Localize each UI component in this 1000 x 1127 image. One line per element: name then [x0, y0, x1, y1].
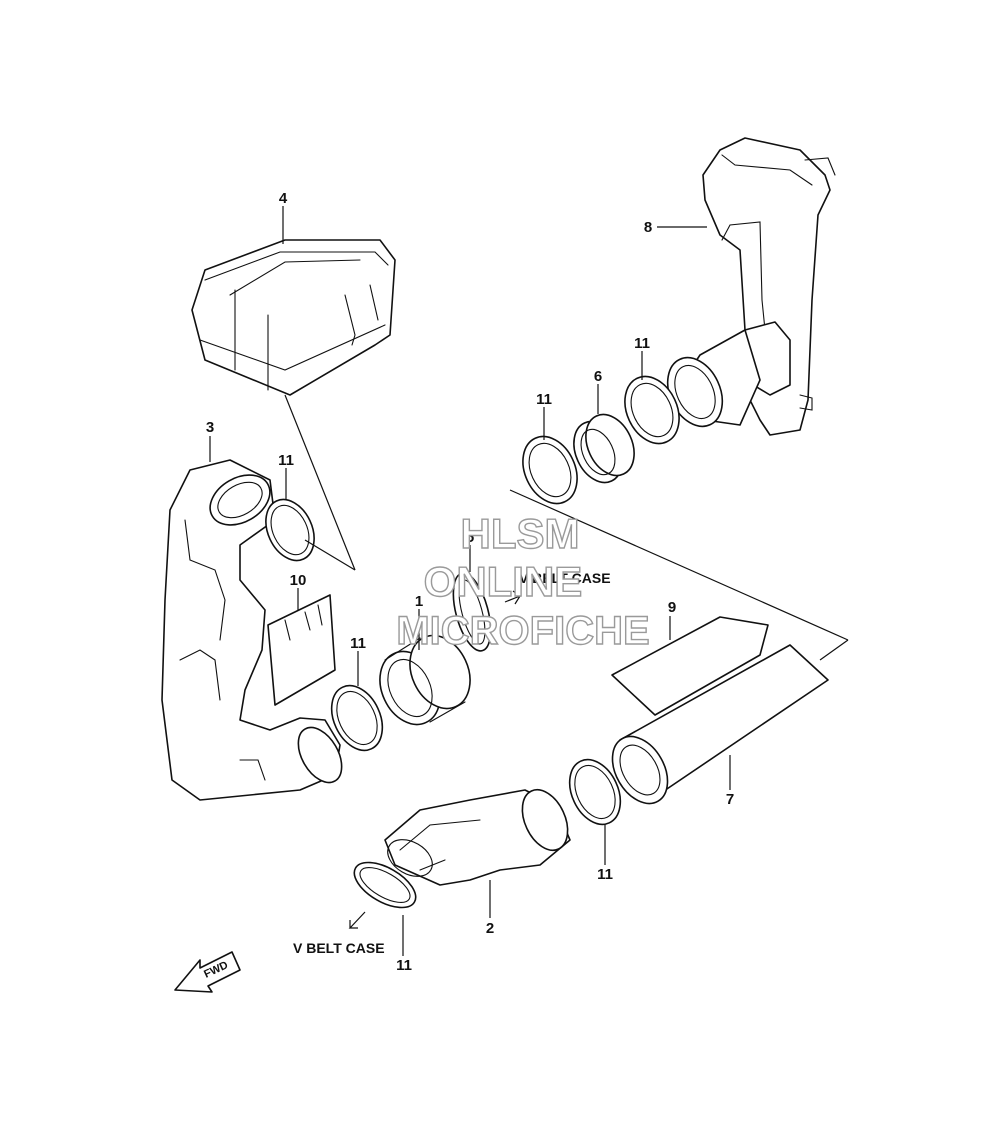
joint-1 [379, 634, 471, 726]
watermark: HLSM ONLINE MICROFICHE [396, 509, 651, 653]
leader-lines [209, 206, 849, 956]
watermark-line-3: MICROFICHE [396, 609, 649, 653]
fwd-arrow-icon: FWD [174, 951, 241, 993]
clamp-11-f [353, 861, 417, 909]
callout-3: 3 [206, 419, 214, 436]
callout-11-b: 11 [350, 635, 366, 652]
callout-11-e: 11 [597, 866, 613, 883]
note-v-belt-case-upper: V BELT CASE [519, 570, 611, 586]
cover-sheet-9 [611, 616, 769, 716]
callout-7: 7 [726, 791, 734, 808]
callout-11-f: 11 [396, 957, 412, 974]
clamp-11-a [265, 498, 315, 562]
air-box-lid-4 [191, 239, 396, 396]
callout-2: 2 [486, 920, 494, 937]
callout-5: 5 [466, 529, 474, 546]
filter-plate-10 [267, 594, 336, 706]
elbow-hose-2 [384, 788, 571, 886]
clamp-11-b [330, 684, 384, 752]
callout-1: 1 [415, 593, 423, 610]
clamp-11-e [568, 758, 622, 826]
callout-8: 8 [644, 219, 652, 236]
seal-5 [452, 572, 492, 652]
callout-4: 4 [279, 190, 288, 207]
clamp-11-d [624, 375, 680, 445]
intake-duct-8 [666, 137, 836, 436]
callout-9: 9 [668, 599, 676, 616]
watermark-line-2: ONLINE [424, 558, 583, 605]
callout-10: 10 [290, 572, 307, 589]
clamp-11-c [522, 435, 578, 505]
callout-11-d: 11 [634, 335, 650, 352]
filter-tube-7 [611, 644, 829, 805]
watermark-line-1: HLSM [461, 510, 580, 557]
callout-11-c: 11 [536, 391, 552, 408]
note-v-belt-case-lower: V BELT CASE [293, 940, 385, 956]
coupling-sleeve-6 [573, 413, 635, 484]
callout-11-a: 11 [278, 452, 294, 469]
callout-6: 6 [594, 368, 602, 385]
callout-labels: 3 4 8 6 11 11 11 10 11 1 5 9 7 11 2 11 [206, 190, 734, 974]
